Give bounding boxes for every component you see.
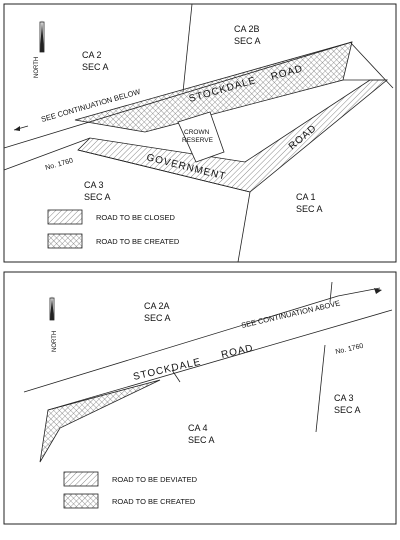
crown-reserve <box>177 111 225 163</box>
see-continuation-above: SEE CONTINUATION ABOVE <box>240 298 341 330</box>
legend-swatch-created <box>47 233 83 249</box>
bottom-legend: ROAD TO BE DEVIATED ROAD TO BE CREATED <box>63 471 198 509</box>
legend-label-created-bottom: ROAD TO BE CREATED <box>112 497 196 506</box>
legend-label-deviated: ROAD TO BE DEVIATED <box>112 475 198 484</box>
parcel-ca2b-name: CA 2B <box>234 24 260 34</box>
legend-swatch-created-bottom <box>63 493 99 509</box>
parcel-ca3-sec: SEC A <box>84 192 111 202</box>
bottom-north-label: NORTH <box>52 331 58 352</box>
bottom-continuation-arrow: SEE CONTINUATION ABOVE <box>240 288 382 330</box>
north-arrow: NORTH <box>34 20 45 78</box>
parcel-ca2a-name: CA 2A <box>144 301 170 311</box>
bottom-road-lines <box>23 287 393 411</box>
parcel-ca3-bottom-name: CA 3 <box>334 393 354 403</box>
top-legend: ROAD TO BE CLOSED ROAD TO BE CREATED <box>47 209 180 249</box>
parcel-ca2-sec: SEC A <box>82 62 109 72</box>
bottom-road-number: No. 1760 <box>335 343 364 356</box>
legend-label-closed: ROAD TO BE CLOSED <box>96 213 175 222</box>
bottom-road-name-stockdale: STOCKDALE <box>132 357 202 383</box>
parcel-ca2a-sec: SEC A <box>144 313 171 323</box>
parcel-ca2-name: CA 2 <box>82 50 102 60</box>
parcel-ca3-name: CA 3 <box>84 180 104 190</box>
parcel-ca3-bottom-sec: SEC A <box>334 405 361 415</box>
bottom-map-frame <box>3 271 397 525</box>
bottom-road-label-road: ROAD <box>220 343 255 361</box>
legend-swatch-closed <box>47 209 83 225</box>
top-road-lines <box>3 41 387 193</box>
bottom-road-to-be-created-area <box>39 379 161 463</box>
parcel-ca4-name: CA 4 <box>188 423 208 433</box>
parcel-ca1-sec: SEC A <box>296 204 323 214</box>
bottom-map: NORTH SEE CONTINUATION ABOVE CA 2A SEC A… <box>3 271 397 525</box>
top-map-frame <box>3 3 397 263</box>
bottom-north-arrow: NORTH <box>49 296 58 352</box>
road-number: No. 1760 <box>45 157 74 172</box>
parcel-ca1-name: CA 1 <box>296 192 316 202</box>
parcel-ca2b-sec: SEC A <box>234 36 261 46</box>
crown-reserve-line1: CROWN <box>184 129 210 136</box>
top-map: NORTH SEE CONTINUATION BELOW CA 2 SEC A … <box>3 3 397 263</box>
parcel-ca4-sec: SEC A <box>188 435 215 445</box>
legend-swatch-deviated <box>63 471 99 487</box>
crown-reserve-line2: RESERVE <box>182 137 214 144</box>
north-label: NORTH <box>34 57 40 78</box>
legend-label-created: ROAD TO BE CREATED <box>96 237 180 246</box>
